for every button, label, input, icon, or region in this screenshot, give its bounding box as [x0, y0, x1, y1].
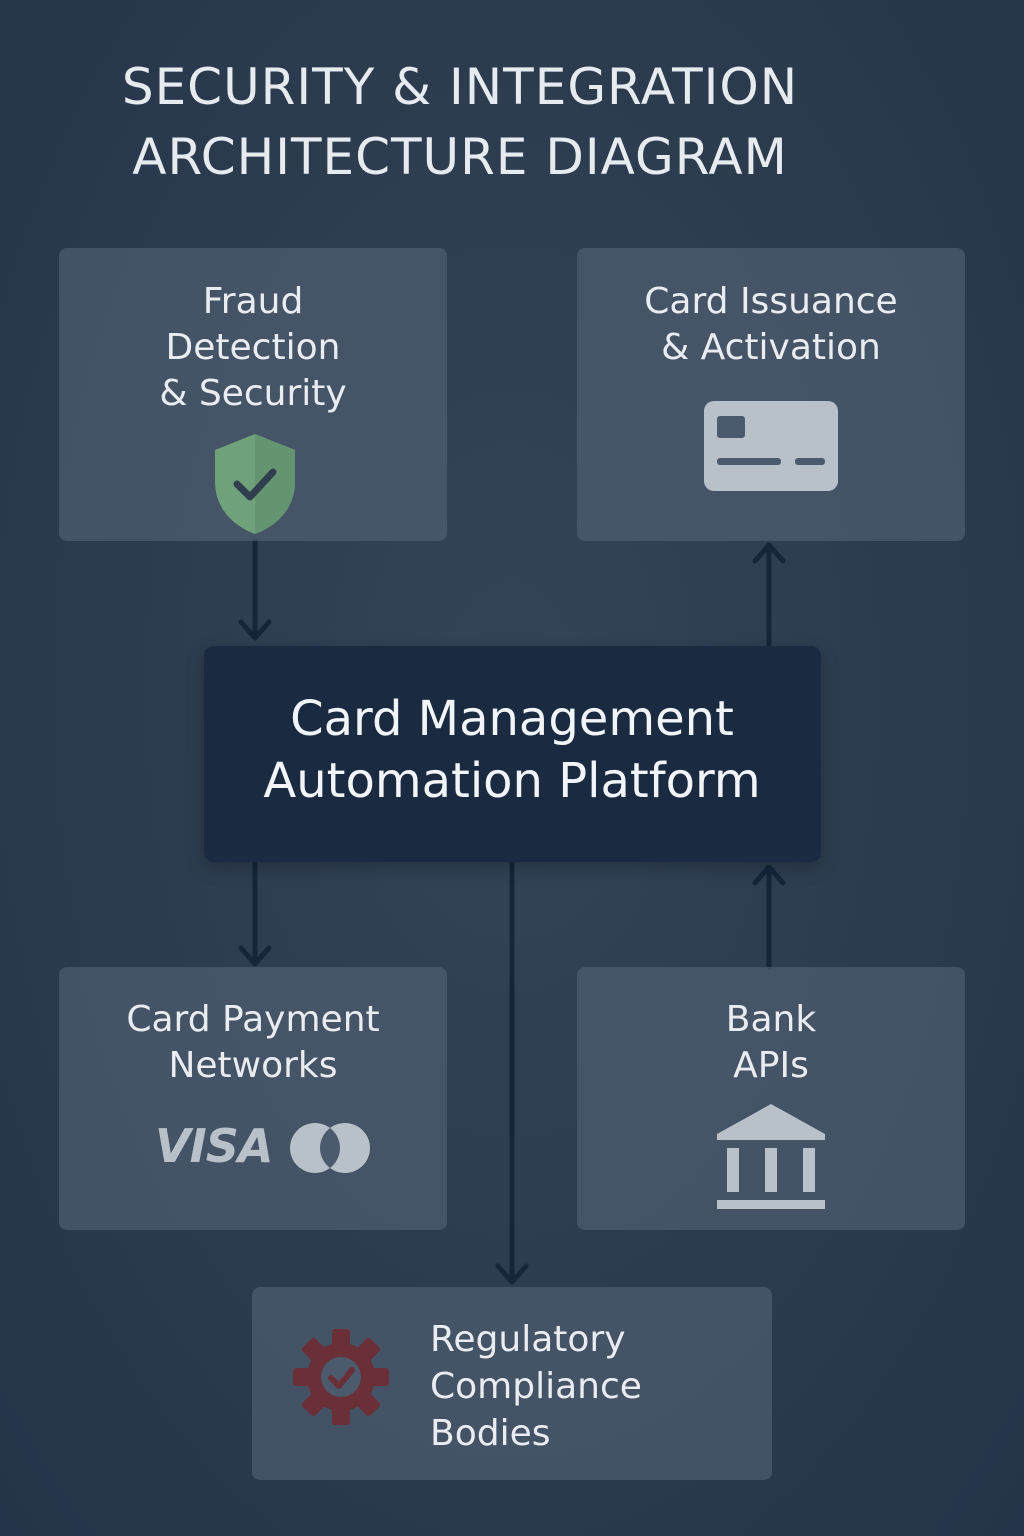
node-card-issuance[interactable]: [577, 248, 965, 541]
arrow-bank-to-platform-head: [752, 864, 786, 886]
platform-line-2: Automation Platform: [263, 753, 761, 809]
diagram-title: SECURITY & INTEGRATION ARCHITECTURE DIAG…: [60, 52, 860, 192]
fraud-line-3: & Security: [159, 373, 347, 414]
bank-building-icon: [717, 1104, 825, 1209]
platform-label: Card Management Automation Platform: [0, 688, 1024, 812]
platform-line-1: Card Management: [290, 691, 734, 747]
fraud-line-2: Detection: [165, 327, 341, 368]
shield-check-icon: [215, 434, 295, 534]
regulatory-line-1: Regulatory: [430, 1319, 626, 1360]
arrow-platform-to-payment-head: [238, 945, 272, 967]
issuance-line-2: & Activation: [661, 327, 881, 368]
payment-line-2: Networks: [168, 1045, 338, 1086]
arrow-platform-to-issuance-head: [752, 542, 786, 564]
node-regulatory-label: Regulatory Compliance Bodies: [430, 1316, 642, 1457]
arrow-platform-to-regulatory-head: [495, 1263, 529, 1285]
payment-line-1: Card Payment: [126, 999, 380, 1040]
arrow-fraud-to-platform-head: [238, 619, 272, 641]
node-card-management-platform[interactable]: [204, 646, 821, 862]
bank-line-1: Bank: [725, 999, 817, 1040]
node-payment-label: Card Payment Networks: [59, 997, 447, 1089]
gear-check-icon: [293, 1329, 389, 1425]
title-line-2: ARCHITECTURE DIAGRAM: [132, 128, 788, 186]
node-card-payment-networks[interactable]: [59, 967, 447, 1230]
title-line-1: SECURITY & INTEGRATION: [121, 58, 799, 116]
issuance-line-1: Card Issuance: [644, 281, 898, 322]
node-issuance-label: Card Issuance & Activation: [577, 279, 965, 371]
credit-card-icon: [704, 401, 838, 491]
visa-logo: VISA: [155, 1119, 273, 1173]
bank-line-2: APIs: [733, 1045, 809, 1086]
node-bank-label: Bank APIs: [577, 997, 965, 1089]
fraud-line-1: Fraud: [202, 281, 304, 322]
node-fraud-label: Fraud Detection & Security: [59, 279, 447, 417]
regulatory-line-3: Bodies: [430, 1413, 551, 1454]
mastercard-icon: [290, 1123, 370, 1173]
regulatory-line-2: Compliance: [430, 1366, 642, 1407]
